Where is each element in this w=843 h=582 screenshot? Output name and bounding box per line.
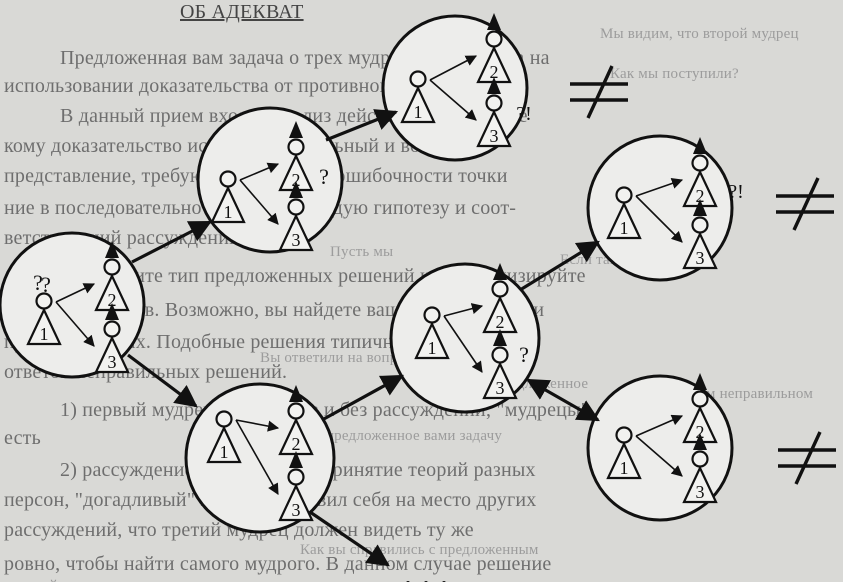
text-line: есть: [4, 427, 41, 449]
sage-number-label: 3: [496, 378, 505, 398]
sage-figure: 2: [94, 241, 130, 312]
sage-figure: 2: [476, 13, 512, 84]
scene-1: 1 2 3?: [0, 231, 146, 379]
gaze-line: [235, 419, 280, 432]
gaze-line: [429, 55, 477, 81]
sage-number-label: 1: [428, 338, 437, 358]
sage-figure: 2: [482, 263, 518, 334]
gaze-line: [239, 179, 279, 225]
sage-figure: 1: [400, 70, 436, 124]
faint-text-line: Мы видим, что второй мудрец: [600, 26, 799, 42]
neq-slash: [792, 177, 820, 231]
scene-3: 1 2 3?!: [381, 13, 532, 162]
sage-figure: 1: [206, 410, 242, 464]
question-mark: ?: [33, 270, 43, 295]
text-line: ровно, чтобы найти самого мудрого. В дан…: [4, 553, 552, 575]
gaze-line: [635, 178, 684, 197]
sage-figure: 3: [278, 451, 314, 522]
sage-number-label: 2: [490, 62, 499, 82]
sage-figure: 1: [26, 292, 62, 346]
sage-number-label: 1: [220, 442, 229, 462]
text-line: использовании доказательства от противно…: [4, 75, 404, 97]
flow-arrow: [131, 220, 212, 264]
sage-figure: 1: [210, 170, 246, 224]
sage-number-label: 3: [292, 230, 301, 250]
gaze-line: [443, 303, 484, 317]
gaze-line: [55, 301, 95, 347]
gaze-line: [635, 195, 683, 243]
sage-number-label: 1: [620, 218, 629, 238]
sage-figure: 2: [682, 137, 718, 208]
question-mark: ?: [41, 272, 51, 297]
scene-5: 1 2 3?: [389, 262, 541, 414]
not-equal-icon: [776, 177, 834, 231]
ellipsis-text: . . .: [404, 553, 449, 582]
sage-number-label: 2: [696, 186, 705, 206]
scene-2: 1 2 3?: [196, 106, 344, 254]
section-heading: ОБ АДЕКВАТ: [180, 1, 304, 23]
gaze-line: [55, 283, 96, 303]
question-mark: ?: [519, 342, 529, 367]
sage-figure: 1: [414, 306, 450, 360]
sage-number-label: 2: [496, 312, 505, 332]
flow-arrow: [325, 109, 399, 142]
gaze-line: [235, 419, 279, 495]
flow-arrow: [526, 378, 600, 422]
not-equal-icon: [570, 65, 628, 119]
sage-number-label: 2: [108, 290, 117, 310]
sage-number-label: 2: [292, 434, 301, 454]
sage-number-label: 3: [696, 248, 705, 268]
sage-number-label: 3: [696, 482, 705, 502]
sage-number-label: 3: [490, 126, 499, 146]
gaze-line: [635, 414, 684, 437]
gaze-line: [443, 315, 483, 373]
sage-number-label: 3: [292, 500, 301, 520]
sage-figure: 2: [278, 385, 314, 456]
gaze-line: [429, 79, 477, 121]
sage-figure: 3: [476, 77, 512, 148]
neq-slash: [586, 65, 614, 119]
faint-text-line: Вы ответили на вопрос: [260, 350, 413, 366]
sage-figure: 3: [278, 181, 314, 252]
sage-figure: 2: [682, 373, 718, 444]
faint-text-line: условий задач: [4, 574, 96, 582]
sage-number-label: 1: [224, 202, 233, 222]
surprise-mark: ?!: [728, 181, 744, 203]
sage-figure: 2: [278, 121, 314, 192]
not-equal-icon: [778, 431, 836, 485]
sage-figure: 3: [482, 329, 518, 400]
question-mark: ?: [319, 164, 329, 189]
sage-figure: 1: [606, 186, 642, 240]
hat-icon: [693, 373, 707, 390]
neq-slash: [794, 431, 822, 485]
scene-6: 1 2 3?!: [586, 134, 744, 282]
sage-number-label: 2: [696, 422, 705, 442]
faint-text-line: Как мы поступили?: [610, 66, 739, 82]
scene-circle: [184, 382, 336, 534]
flow-arrow: [309, 510, 390, 567]
sage-number-label: 1: [620, 458, 629, 478]
flow-arrow: [519, 240, 600, 292]
scene-4: 1 2 3: [184, 382, 336, 534]
sage-figure: 3: [682, 199, 718, 270]
sage-number-label: 1: [40, 324, 49, 344]
faint-text-line: Пусть мы: [330, 244, 394, 260]
flow-arrow: [127, 353, 198, 408]
sage-figure: 3: [682, 433, 718, 504]
scene-circle: [389, 262, 541, 414]
surprise-mark: ?!: [516, 103, 532, 125]
faint-text-line: что предложенное вами задачу: [300, 428, 503, 444]
sage-figure: 3: [94, 303, 130, 374]
gaze-line: [239, 162, 280, 181]
sage-figure: 1: [606, 426, 642, 480]
sage-number-label: 3: [108, 352, 117, 372]
hat-icon: [487, 13, 501, 30]
scene-7: 1 2 3: [586, 373, 734, 522]
sage-number-label: 2: [292, 170, 301, 190]
flow-arrow: [321, 374, 404, 422]
sage-number-label: 1: [414, 102, 423, 122]
gaze-line: [635, 435, 683, 477]
